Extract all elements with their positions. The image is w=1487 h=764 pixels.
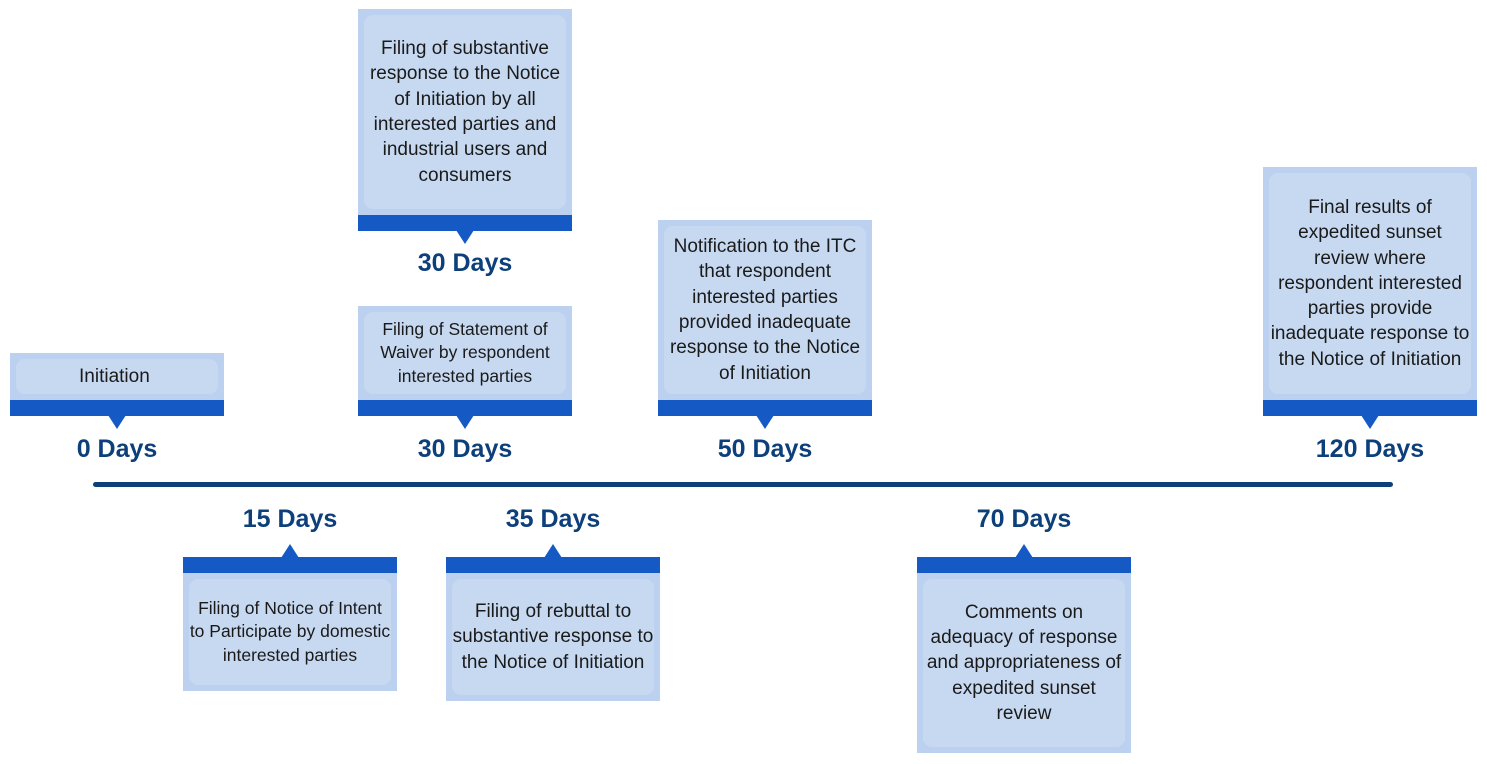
milestone-pointer bbox=[456, 230, 474, 244]
milestone-text: Final results of expedited sunset review… bbox=[1269, 173, 1471, 394]
milestone-pointer bbox=[1015, 544, 1033, 558]
milestone-card-notification-itc: Notification to the ITC that respondent … bbox=[658, 220, 872, 429]
milestone-text: Filing of Notice of Intent to Participat… bbox=[189, 579, 391, 685]
milestone-text: Notification to the ITC that respondent … bbox=[664, 226, 866, 394]
milestone-text: Comments on adequacy of response and app… bbox=[923, 579, 1125, 747]
day-label-15: 15 Days bbox=[242, 505, 338, 533]
milestone-pointer bbox=[1361, 415, 1379, 429]
day-label-120: 120 Days bbox=[1315, 435, 1425, 463]
day-label-30-waiver: 30 Days bbox=[417, 435, 513, 463]
milestone-text: Filing of Statement of Waiver by respond… bbox=[364, 312, 566, 394]
milestone-card-final-results: Final results of expedited sunset review… bbox=[1263, 167, 1477, 429]
milestone-bar bbox=[358, 400, 572, 416]
milestone-text: Filing of substantive response to the No… bbox=[364, 15, 566, 209]
milestone-pointer bbox=[281, 544, 299, 558]
milestone-card-statement-of-waiver: Filing of Statement of Waiver by respond… bbox=[358, 306, 572, 429]
milestone-pointer bbox=[756, 415, 774, 429]
milestone-bar bbox=[658, 400, 872, 416]
milestone-bar bbox=[446, 557, 660, 573]
milestone-text: Filing of rebuttal to substantive respon… bbox=[452, 579, 654, 695]
milestone-card-initiation: Initiation bbox=[10, 353, 224, 429]
milestone-card-rebuttal: Filing of rebuttal to substantive respon… bbox=[446, 544, 660, 701]
timeline-axis bbox=[93, 482, 1393, 487]
milestone-bar bbox=[183, 557, 397, 573]
milestone-bar bbox=[10, 400, 224, 416]
day-label-35: 35 Days bbox=[505, 505, 601, 533]
day-label-50: 50 Days bbox=[717, 435, 813, 463]
milestone-bar bbox=[1263, 400, 1477, 416]
milestone-text: Initiation bbox=[16, 359, 218, 394]
milestone-pointer bbox=[108, 415, 126, 429]
milestone-pointer bbox=[456, 415, 474, 429]
milestone-bar bbox=[917, 557, 1131, 573]
milestone-card-comments: Comments on adequacy of response and app… bbox=[917, 544, 1131, 753]
milestone-card-notice-of-intent: Filing of Notice of Intent to Participat… bbox=[183, 544, 397, 691]
milestone-card-substantive-response: Filing of substantive response to the No… bbox=[358, 9, 572, 244]
milestone-bar bbox=[358, 215, 572, 231]
day-label-30-substantive: 30 Days bbox=[417, 249, 513, 277]
milestone-pointer bbox=[544, 544, 562, 558]
day-label-0: 0 Days bbox=[76, 435, 158, 463]
day-label-70: 70 Days bbox=[976, 505, 1072, 533]
